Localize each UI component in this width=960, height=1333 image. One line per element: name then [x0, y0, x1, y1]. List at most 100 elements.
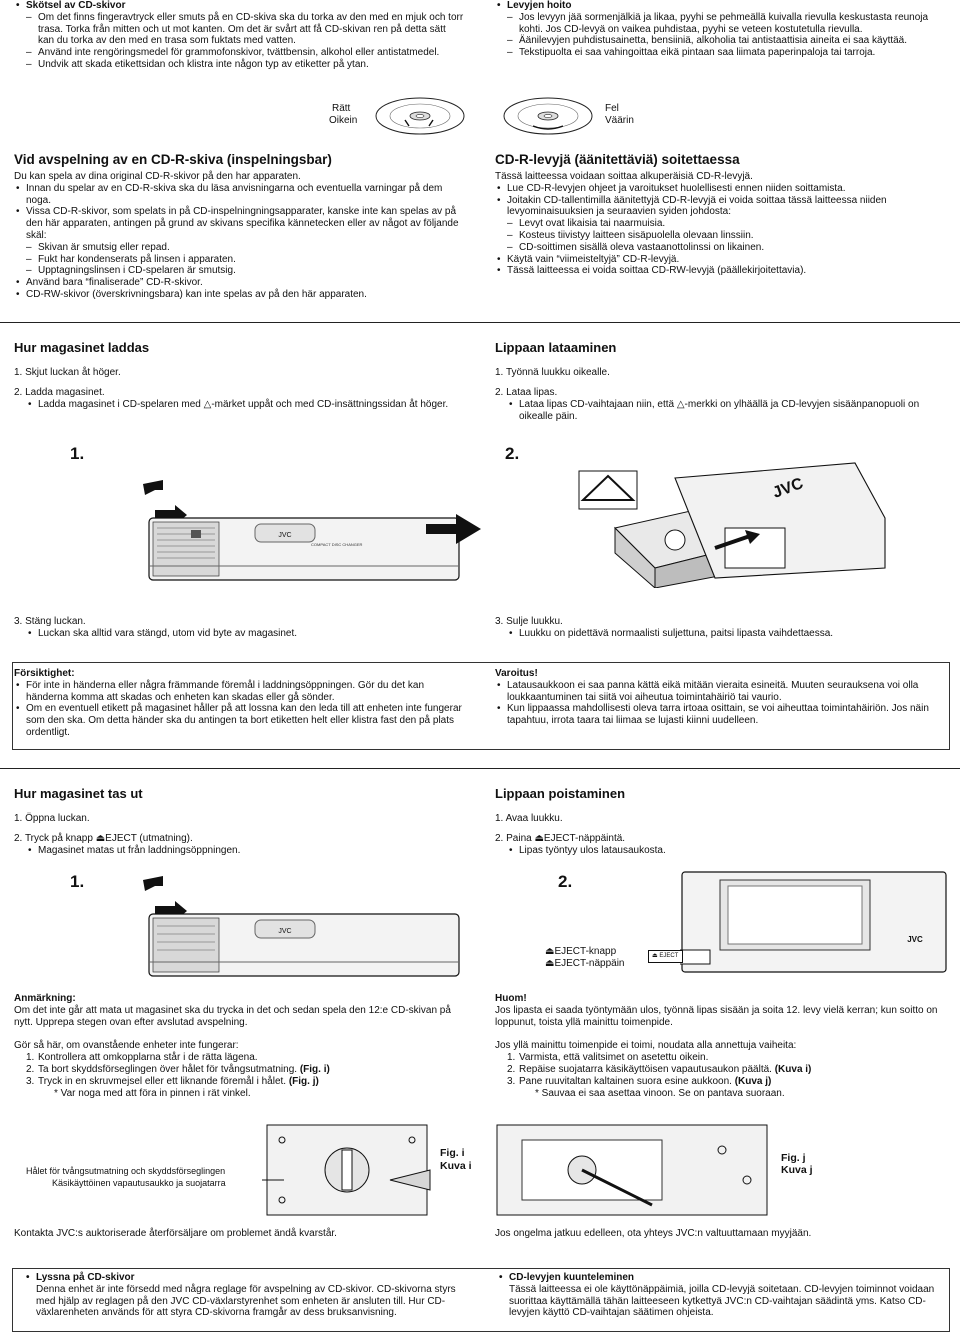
changer-front-model: COMPACT DISC CHANGER: [311, 542, 363, 547]
load-sv-step3-block: 3. Stäng luckan. Luckan ska alltid vara …: [14, 616, 474, 640]
note-sv-p2: Gör så här, om ovanstående enheter inte …: [14, 1040, 239, 1052]
load-fig1-number: 1.: [70, 444, 85, 463]
load-sv-step2-note: Ladda magasinet i CD-spelaren med △-märk…: [14, 399, 474, 411]
section-divider: [0, 322, 960, 323]
cdr-fi-intro: Tässä laitteessa voidaan soittaa alkuper…: [495, 170, 753, 182]
disc-wrong-label-sv: Fel: [605, 103, 619, 114]
disc-right-label-fi: Oikein: [329, 115, 358, 126]
contact-fi: Jos ongelma jatkuu edelleen, ota yhteys …: [495, 1228, 812, 1239]
load-arrow-right: [426, 514, 481, 544]
listen-fi-section: CD-levyjen kuunteleminen Tässä laitteess…: [497, 1272, 937, 1319]
note-fi-p1: Jos lipasta ei saada työntymään ulos, ty…: [495, 1004, 938, 1028]
load-fig2-number: 2.: [505, 444, 520, 463]
caution-sv-section: Försiktighet: För inte in händerna eller…: [14, 668, 466, 739]
eject-fig2-number: 2.: [558, 872, 573, 891]
hole-label-sv: Hålet för tvångsutmatning och skyddsförs…: [26, 1166, 226, 1176]
changer-front-illustration: JVC COMPACT DISC CHANGER: [143, 480, 460, 581]
care-fi-section: Levyjen hoito Jos levyyn jää sormenjälki…: [495, 0, 950, 59]
note-fi-step3: 3.Pane ruuvitaltan kaltainen suora esine…: [507, 1075, 772, 1087]
fig-j-illustration: [496, 1124, 768, 1216]
eject-fi-step1: 1. Avaa luukku.: [495, 813, 563, 825]
cartridge-loading-illustration: JVC: [614, 462, 886, 588]
load-sv-step2: 2. Ladda magasinet.: [14, 387, 105, 399]
listen-box: [12, 1268, 950, 1332]
cdr-sv-intro: Du kan spela av dina original CD-R-skivo…: [14, 170, 301, 182]
cdr-fi-reason: CD-soittimen sisällä oleva vastaanottoli…: [495, 242, 950, 254]
cdr-fi-section: CD-R-levyjä (äänitettäviä) soitettaessa …: [495, 152, 950, 277]
cdr-sv-bullet: Vissa CD-R-skivor, som spelats in på CD-…: [14, 206, 469, 241]
eject-sv-title: Hur magasinet tas ut: [14, 786, 143, 801]
cdr-fi-reason: Kosteus tiivistyy laitteen sisäpuolella …: [495, 230, 950, 242]
note-fi-step2: 2.Repäise suojatarra käsikäyttöisen vapa…: [507, 1063, 812, 1075]
note-sv-p1: Om det inte går att mata ut magasinet sk…: [14, 1004, 451, 1028]
eject-fi-step2: 2. Paina ⏏EJECT-näppäintä.: [495, 833, 626, 845]
care-fi-item: Jos levyyn jää sormenjälkiä ja likaa, py…: [495, 12, 950, 36]
caution-sv-item: För inte in händerna eller några främman…: [14, 680, 466, 704]
load-fi-section: Lippaan lataaminen 1. Työnnä luukku oike…: [495, 340, 950, 423]
care-sv-item: Om det finns fingeravtryck eller smuts p…: [14, 12, 464, 47]
fig-i-label: Fig. i: [440, 1147, 465, 1159]
load-sv-section: Hur magasinet laddas 1. Skjut luckan åt …: [14, 340, 474, 411]
care-fi-item: Äänilevyjen puhdistusainetta, bensiiniä,…: [495, 35, 950, 47]
caution-fi-title: Varoitus!: [495, 668, 538, 679]
caution-box: [12, 662, 950, 750]
cdr-sv-title: Vid avspelning av en CD-R-skiva (inspeln…: [14, 152, 332, 167]
note-fi-step3-note: * Sauvaa ei saa asettaa vinoon. Se on pa…: [535, 1087, 785, 1099]
listen-fi-text: Tässä laitteessa ei ole käyttönäppäimiä,…: [509, 1283, 935, 1319]
eject-key-label: EJECT: [659, 953, 679, 959]
cdr-fi-bullet: Lue CD-R-levyjen ohjeet ja varoitukset h…: [495, 183, 950, 195]
cdr-sv-bullet: Använd bara “finaliserade” CD-R-skivor.: [14, 277, 469, 289]
load-fi-step3-note: Luukku on pidettävä normaalisti suljettu…: [495, 628, 950, 640]
cdr-sv-bullet: CD-RW-skivor (överskrivningsbara) kan in…: [14, 289, 469, 301]
load-sv-step3-note: Luckan ska alltid vara stängd, utom vid …: [14, 628, 474, 640]
cdr-sv-reason: Fukt har kondenserats på linsen i appara…: [14, 254, 469, 266]
note-fi-section: Huom! Jos lipasta ei saada työntymään ul…: [495, 993, 950, 1099]
note-fi-p2: Jos yllä mainittu toimenpide ei toimi, n…: [495, 1040, 797, 1052]
changer-open-illustration: JVC: [143, 876, 460, 977]
fig-j-label: Fig. j: [781, 1152, 806, 1164]
cdr-fi-reason: Levyt ovat likaisia tai naarmuisia.: [495, 218, 950, 230]
fig-i-illustration: [262, 1124, 431, 1216]
cdr-sv-reason: Skivan är smutsig eller repad.: [14, 242, 469, 254]
care-sv-item: Undvik att skada etikettsidan och klistr…: [14, 59, 464, 71]
listen-sv-title: Lyssna på CD-skivor: [24, 1272, 464, 1284]
caution-fi-section: Varoitus! Latausaukkoon ei saa panna kät…: [495, 668, 945, 727]
note-fi-title: Huom!: [495, 993, 527, 1004]
changer-open-brand: JVC: [278, 928, 291, 935]
eject-fi-step2-note: Lipas työntyy ulos latausaukosta.: [495, 845, 950, 857]
care-fi-title: Levyjen hoito: [495, 0, 950, 12]
kuva-j-label: Kuva j: [781, 1164, 813, 1176]
eject-sv-step2-note: Magasinet matas ut från laddningsöppning…: [14, 845, 474, 857]
disc-right-illustration: [375, 97, 465, 135]
eject-sv-section: Hur magasinet tas ut 1. Öppna luckan. 2.…: [14, 786, 474, 857]
cdr-sv-bullet: Innan du spelar av en CD-R-skiva ska du …: [14, 183, 469, 207]
hole-label-fi: Käsikäyttöinen vapautusaukko ja suojatar…: [52, 1178, 226, 1188]
load-fi-step3-block: 3. Sulje luukku. Luukku on pidettävä nor…: [495, 616, 950, 640]
care-sv-item: Använd inte rengöringsmedel för grammofo…: [14, 47, 464, 59]
disc-right-label-sv: Rätt: [332, 103, 351, 114]
eject-fig1-number: 1.: [70, 872, 85, 891]
eject-key-box: ⏏ EJECT: [648, 950, 683, 963]
note-sv-step1: 1.Kontrollera att omkopplarna står i de …: [26, 1052, 258, 1064]
changer-eject-brand: JVC: [907, 935, 923, 944]
disc-wrong-illustration: [503, 97, 593, 135]
cdr-fi-bullet: Joitakin CD-tallentimilla äänitettyjä CD…: [495, 195, 950, 219]
caution-fi-item: Latausaukkoon ei saa panna kättä eikä mi…: [495, 680, 945, 704]
changer-front-brand: JVC: [278, 532, 291, 539]
eject-fi-section: Lippaan poistaminen 1. Avaa luukku. 2. P…: [495, 786, 950, 857]
load-sv-step3: 3. Stäng luckan.: [14, 616, 86, 627]
caution-fi-item: Kun lippaassa mahdollisesti oleva tarra …: [495, 703, 945, 727]
care-sv-title: Skötsel av CD-skivor: [14, 0, 464, 12]
cdr-fi-title: CD-R-levyjä (äänitettäviä) soitettaessa: [495, 152, 740, 167]
listen-fi-title: CD-levyjen kuunteleminen: [497, 1272, 937, 1284]
cdr-sv-reason: Upptagningslinsen i CD-spelaren är smuts…: [14, 265, 469, 277]
load-fi-step3: 3. Sulje luukku.: [495, 616, 563, 627]
triangle-mark-icon: [578, 470, 638, 510]
cdr-fi-bullet: Tässä laitteessa ei voida soittaa CD-RW-…: [495, 265, 950, 277]
listen-sv-section: Lyssna på CD-skivor Denna enhet är inte …: [24, 1272, 464, 1319]
caution-sv-item: Om en eventuell etikett på magasinet hål…: [14, 703, 466, 738]
care-fi-item: Tekstipuolta ei saa vahingoittaa eikä pi…: [495, 47, 950, 59]
kuva-i-label: Kuva i: [440, 1160, 472, 1172]
note-sv-step3-note: * Var noga med att föra in pinnen i rät …: [54, 1087, 251, 1099]
cdr-sv-section: Vid avspelning av en CD-R-skiva (inspeln…: [14, 152, 469, 301]
